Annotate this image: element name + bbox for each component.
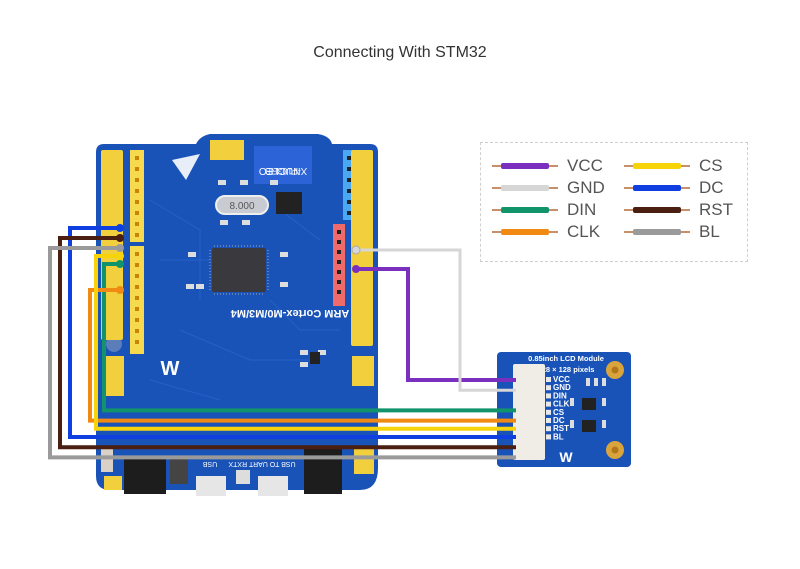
lcd-pin-label-vcc: VCC (553, 375, 570, 384)
wire-legend: VCC GND DIN CLK CS DC RST BL (480, 142, 748, 262)
legend-label: RST (699, 200, 733, 219)
lcd-pin-pad (546, 385, 551, 391)
legend-label: VCC (567, 156, 603, 175)
st-logo-icon (172, 154, 200, 180)
lcd-title: 0.85inch LCD Module (528, 354, 604, 363)
wire-swatch-icon (492, 185, 558, 191)
svg-text:XNUCLEO: XNUCLEO (259, 165, 308, 176)
fpc-connector (513, 364, 545, 460)
wire-swatch-icon (624, 207, 690, 213)
legend-item-din: DIN (492, 200, 597, 220)
diagram-title: Connecting With STM32 (313, 44, 487, 61)
usb-uart-label: USB TO UART RXTX (228, 460, 295, 467)
lcd-pin-pad (546, 434, 551, 440)
wire-rst (58, 236, 516, 450)
wires (48, 224, 516, 460)
legend-item-bl: BL (624, 222, 720, 242)
wire-endpoint-dc (116, 224, 124, 232)
waveshare-logo-icon: W (161, 358, 180, 380)
header-digital-high (130, 150, 144, 242)
jumper-bottom-left (104, 476, 122, 490)
header-cn7 (351, 150, 373, 346)
legend-label: CS (699, 156, 723, 175)
legend-item-cs: CS (624, 156, 723, 176)
legend-label: BL (699, 222, 720, 241)
wire-gnd (356, 248, 516, 392)
usb-uart-port (258, 476, 288, 496)
dc-jack (304, 446, 342, 494)
reset-button (101, 448, 113, 472)
legend-label: DIN (567, 200, 597, 219)
lcd-pin-pad (546, 409, 551, 415)
wire-swatch-icon (624, 163, 690, 169)
header-power (333, 224, 345, 306)
wire-swatch-icon (624, 185, 690, 191)
wire-swatch-icon (492, 207, 558, 213)
stm32-board: -F103RB XNUCLEO 8.000 (96, 134, 378, 496)
crystal-label: 8.000 (229, 201, 254, 212)
legend-label: DC (699, 178, 724, 197)
jumper-bottom-right (354, 448, 374, 474)
lcd-pin-label-dc: DC (553, 416, 565, 425)
legend-item-rst: RST (624, 200, 733, 220)
legend-item-clk: CLK (492, 222, 601, 242)
lcd-pin-pad (546, 418, 551, 423)
wire-endpoint-cs (116, 252, 124, 260)
wire-dc (68, 226, 516, 439)
header-cn4 (210, 140, 244, 160)
wire-swatch-icon (492, 229, 558, 235)
legend-item-gnd: GND (492, 178, 605, 198)
usb-port (196, 476, 226, 496)
jumper-left (102, 356, 124, 396)
wire-vcc (356, 267, 516, 382)
lcd-pin-label-cs: CS (553, 408, 565, 417)
jumper-right (352, 356, 374, 386)
wire-swatch-icon (624, 229, 690, 235)
legend-label: GND (567, 178, 605, 197)
wire-endpoint-bl (116, 244, 124, 252)
wire-endpoint-rst (116, 234, 124, 242)
wire-swatch-icon (492, 163, 558, 169)
lcd-pin-pad (546, 393, 551, 399)
mcu-chip (212, 248, 266, 292)
lcd-pin-label-bl: BL (553, 432, 564, 441)
board-name-label (254, 146, 312, 184)
lcd-resolution: 128 × 128 pixels (538, 365, 595, 374)
lcd-pin-pad (546, 426, 551, 432)
lcd-module: 0.85inch LCD Module 128 × 128 pixels W V… (497, 352, 631, 467)
wire-endpoint-vcc (352, 265, 360, 273)
crystal-32k (276, 192, 302, 214)
wire-clk (88, 288, 516, 423)
lcd-pin-pad (546, 401, 551, 407)
lcd-pin-pad (546, 377, 551, 382)
legend-item-dc: DC (624, 178, 724, 198)
svg-text:-F103RB: -F103RB (265, 166, 301, 176)
wire-endpoint-gnd (351, 245, 361, 255)
lcd-pin-label-rst: RST (553, 424, 569, 433)
swd-header (124, 458, 166, 494)
cpu-label: ARM Cortex-M0/M3/M4 (230, 307, 349, 319)
wire-bl (48, 246, 516, 460)
wire-cs (94, 254, 516, 431)
wire-din (102, 262, 516, 413)
lcd-pin-label-clk: CLK (553, 400, 570, 409)
lcd-pin-label-din: DIN (553, 391, 567, 400)
lcd-pin-label-gnd: GND (553, 383, 571, 392)
legend-item-vcc: VCC (492, 156, 603, 176)
usb-label: USB (202, 460, 217, 467)
crystal (215, 195, 269, 215)
fuse (170, 456, 188, 484)
wire-endpoint-din (116, 260, 124, 268)
legend-label: CLK (567, 222, 601, 241)
wire-endpoint-clk (116, 286, 124, 294)
waveshare-logo-small-icon: W (559, 449, 573, 465)
